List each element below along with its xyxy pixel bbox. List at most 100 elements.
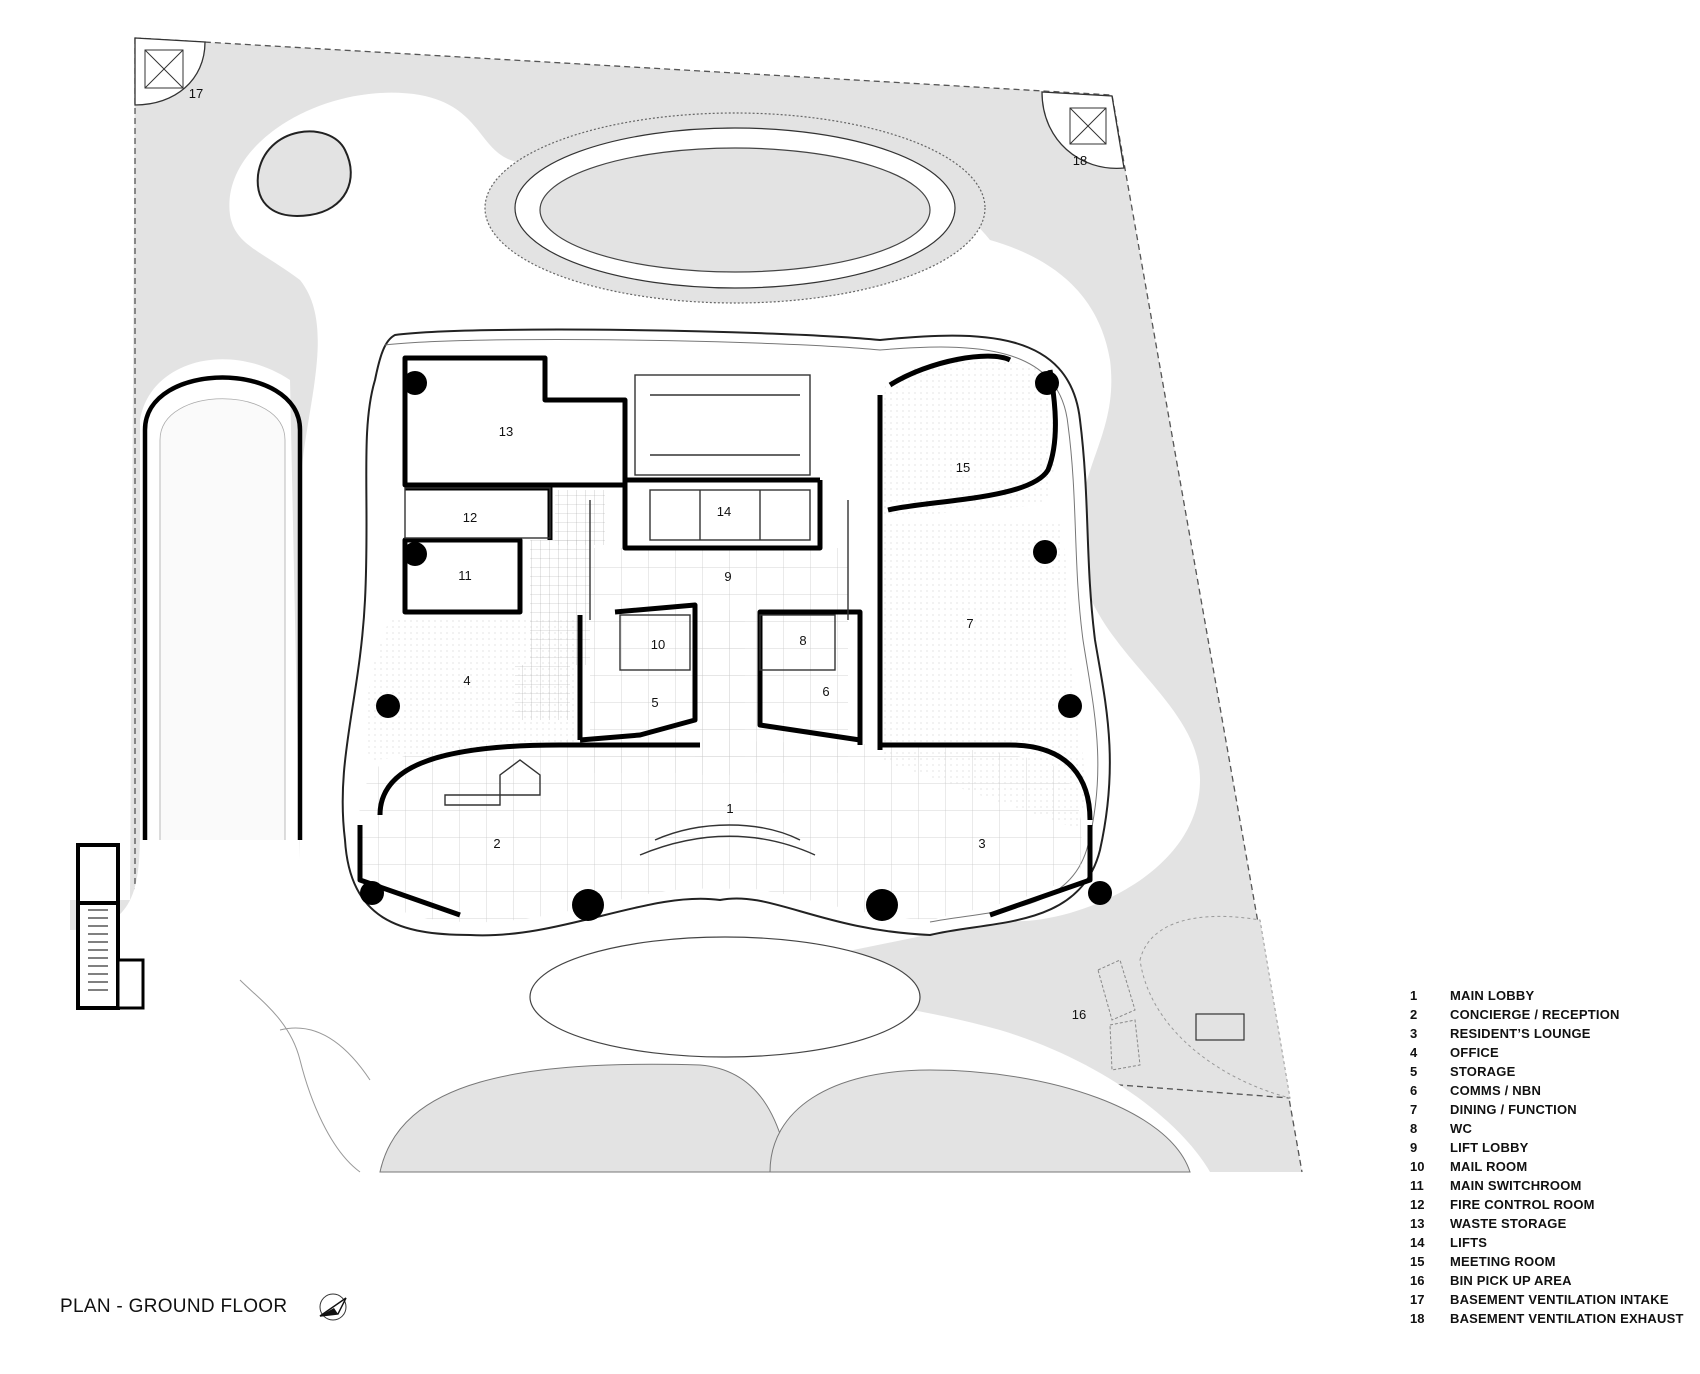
legend-room-name: RESIDENT’S LOUNGE — [1450, 1026, 1591, 1041]
legend-number: 2 — [1410, 1007, 1418, 1022]
room-label-1: 1 — [726, 801, 733, 816]
lift-core-wall — [622, 480, 823, 551]
landscape-island-east — [1139, 915, 1291, 1099]
legend-number: 18 — [1410, 1311, 1425, 1326]
legend-room-name: LIFT LOBBY — [1450, 1140, 1529, 1155]
legend-room-name: MAIN SWITCHROOM — [1450, 1178, 1582, 1193]
legend-room-name: DINING / FUNCTION — [1450, 1102, 1577, 1117]
legend-room-name: MAIL ROOM — [1450, 1159, 1528, 1174]
bin-pickup-outline — [1097, 959, 1141, 1071]
west-ramp — [142, 375, 303, 840]
room-label-15: 15 — [956, 460, 970, 475]
legend-row: 10 MAIL ROOM — [1410, 1157, 1690, 1176]
legend-room-name: STORAGE — [1450, 1064, 1516, 1079]
legend-room-name: WC — [1450, 1121, 1473, 1136]
legend-number: 3 — [1410, 1026, 1418, 1041]
legend-row: 3 RESIDENT’S LOUNGE — [1410, 1024, 1690, 1043]
legend-room-name: FIRE CONTROL ROOM — [1450, 1197, 1595, 1212]
landscape-island-left — [379, 1063, 791, 1173]
legend-room-name: WASTE STORAGE — [1450, 1216, 1567, 1231]
switchroom-wall — [402, 537, 523, 615]
legend-row: 7 DINING / FUNCTION — [1410, 1100, 1690, 1119]
room-label-16: 16 — [1072, 1007, 1086, 1022]
oval-lawn — [539, 147, 931, 273]
wet-area-b — [555, 490, 605, 545]
room-label-11: 11 — [458, 568, 472, 583]
lobby-se-wall — [989, 825, 1093, 918]
room-labels: 1 2 3 4 5 6 7 8 9 10 11 12 13 14 15 16 1… — [189, 86, 1087, 1022]
room-label-5: 5 — [651, 695, 658, 710]
legend-room-name: LIFTS — [1450, 1235, 1488, 1250]
legend-number: 15 — [1410, 1254, 1425, 1269]
legend-number: 7 — [1410, 1102, 1418, 1117]
room-label-9: 9 — [724, 569, 731, 584]
legend-row: 13 WASTE STORAGE — [1410, 1214, 1690, 1233]
legend-row: 8 WC — [1410, 1119, 1690, 1138]
lobby-sw-wall — [357, 825, 461, 918]
legend-number: 1 — [1410, 988, 1418, 1003]
legend-row: 9 LIFT LOBBY — [1410, 1138, 1690, 1157]
legend-row: 14 LIFTS — [1410, 1233, 1690, 1252]
legend-number: 12 — [1410, 1197, 1425, 1212]
room-label-2: 2 — [493, 836, 500, 851]
legend-row: 2 CONCIERGE / RECEPTION — [1410, 1005, 1690, 1024]
legend-number: 17 — [1410, 1292, 1425, 1307]
room-label-14: 14 — [717, 504, 731, 519]
stair-block — [76, 843, 120, 905]
legend-number: 10 — [1410, 1159, 1425, 1174]
legend-room-name: MAIN LOBBY — [1450, 988, 1535, 1003]
legend-room-name: CONCIERGE / RECEPTION — [1450, 1007, 1620, 1022]
structural-columns — [360, 371, 1112, 921]
meeting-wall-2 — [888, 353, 1012, 388]
legend-number: 16 — [1410, 1273, 1425, 1288]
meeting-wall — [887, 369, 1058, 513]
room-legend: 1 MAIN LOBBY 2 CONCIERGE / RECEPTION 3 RESIDE… — [1410, 986, 1690, 1328]
office-floor — [366, 620, 575, 760]
legend-number: 4 — [1410, 1045, 1418, 1060]
legend-number: 5 — [1410, 1064, 1418, 1079]
mail-room-wall — [579, 602, 698, 743]
room-label-10: 10 — [651, 637, 665, 652]
room-label-13: 13 — [499, 424, 513, 439]
legend-row: 4 OFFICE — [1410, 1043, 1690, 1062]
legend-row: 12 FIRE CONTROL ROOM — [1410, 1195, 1690, 1214]
legend-number: 6 — [1410, 1083, 1418, 1098]
room-label-4: 4 — [463, 673, 470, 688]
legend-room-name: BIN PICK UP AREA — [1450, 1273, 1572, 1288]
legend-number: 13 — [1410, 1216, 1425, 1231]
legend-room-name: OFFICE — [1450, 1045, 1499, 1060]
lobby-floor — [358, 738, 1082, 923]
north-arrow-icon — [319, 1293, 347, 1321]
room-label-6: 6 — [822, 684, 829, 699]
dining-floor — [880, 520, 1085, 830]
room-label-18: 18 — [1073, 153, 1087, 168]
landscape-island-right — [769, 1069, 1191, 1173]
legend-row: 5 STORAGE — [1410, 1062, 1690, 1081]
legend-number: 8 — [1410, 1121, 1418, 1136]
legend-number: 9 — [1410, 1140, 1418, 1155]
room-label-12: 12 — [463, 510, 477, 525]
drop-off-island — [529, 936, 921, 1058]
legend-row: 15 MEETING ROOM — [1410, 1252, 1690, 1271]
nw-planter — [256, 130, 352, 217]
plan-title: PLAN - GROUND FLOOR — [60, 1296, 288, 1317]
room-label-7: 7 — [966, 616, 973, 631]
room-label-3: 3 — [978, 836, 985, 851]
legend-number: 14 — [1410, 1235, 1425, 1250]
legend-room-name: COMMS / NBN — [1450, 1083, 1542, 1098]
room-label-17: 17 — [189, 86, 203, 101]
legend-row: 11 MAIN SWITCHROOM — [1410, 1176, 1690, 1195]
legend-row: 6 COMMS / NBN — [1410, 1081, 1690, 1100]
meeting-floor — [880, 359, 1055, 518]
legend-row: 16 BIN PICK UP AREA — [1410, 1271, 1690, 1290]
legend-row: 18 BASEMENT VENTILATION EXHAUST — [1410, 1309, 1690, 1328]
legend-row: 17 BASEMENT VENTILATION INTAKE — [1410, 1290, 1690, 1309]
legend-row: 1 MAIN LOBBY — [1410, 986, 1690, 1005]
lobby-north-wall — [377, 742, 1093, 821]
room-label-8: 8 — [799, 633, 806, 648]
legend-room-name: BASEMENT VENTILATION EXHAUST — [1450, 1311, 1684, 1326]
legend-number: 11 — [1410, 1178, 1424, 1193]
legend-room-name: MEETING ROOM — [1450, 1254, 1556, 1269]
legend-room-name: BASEMENT VENTILATION INTAKE — [1450, 1292, 1669, 1307]
